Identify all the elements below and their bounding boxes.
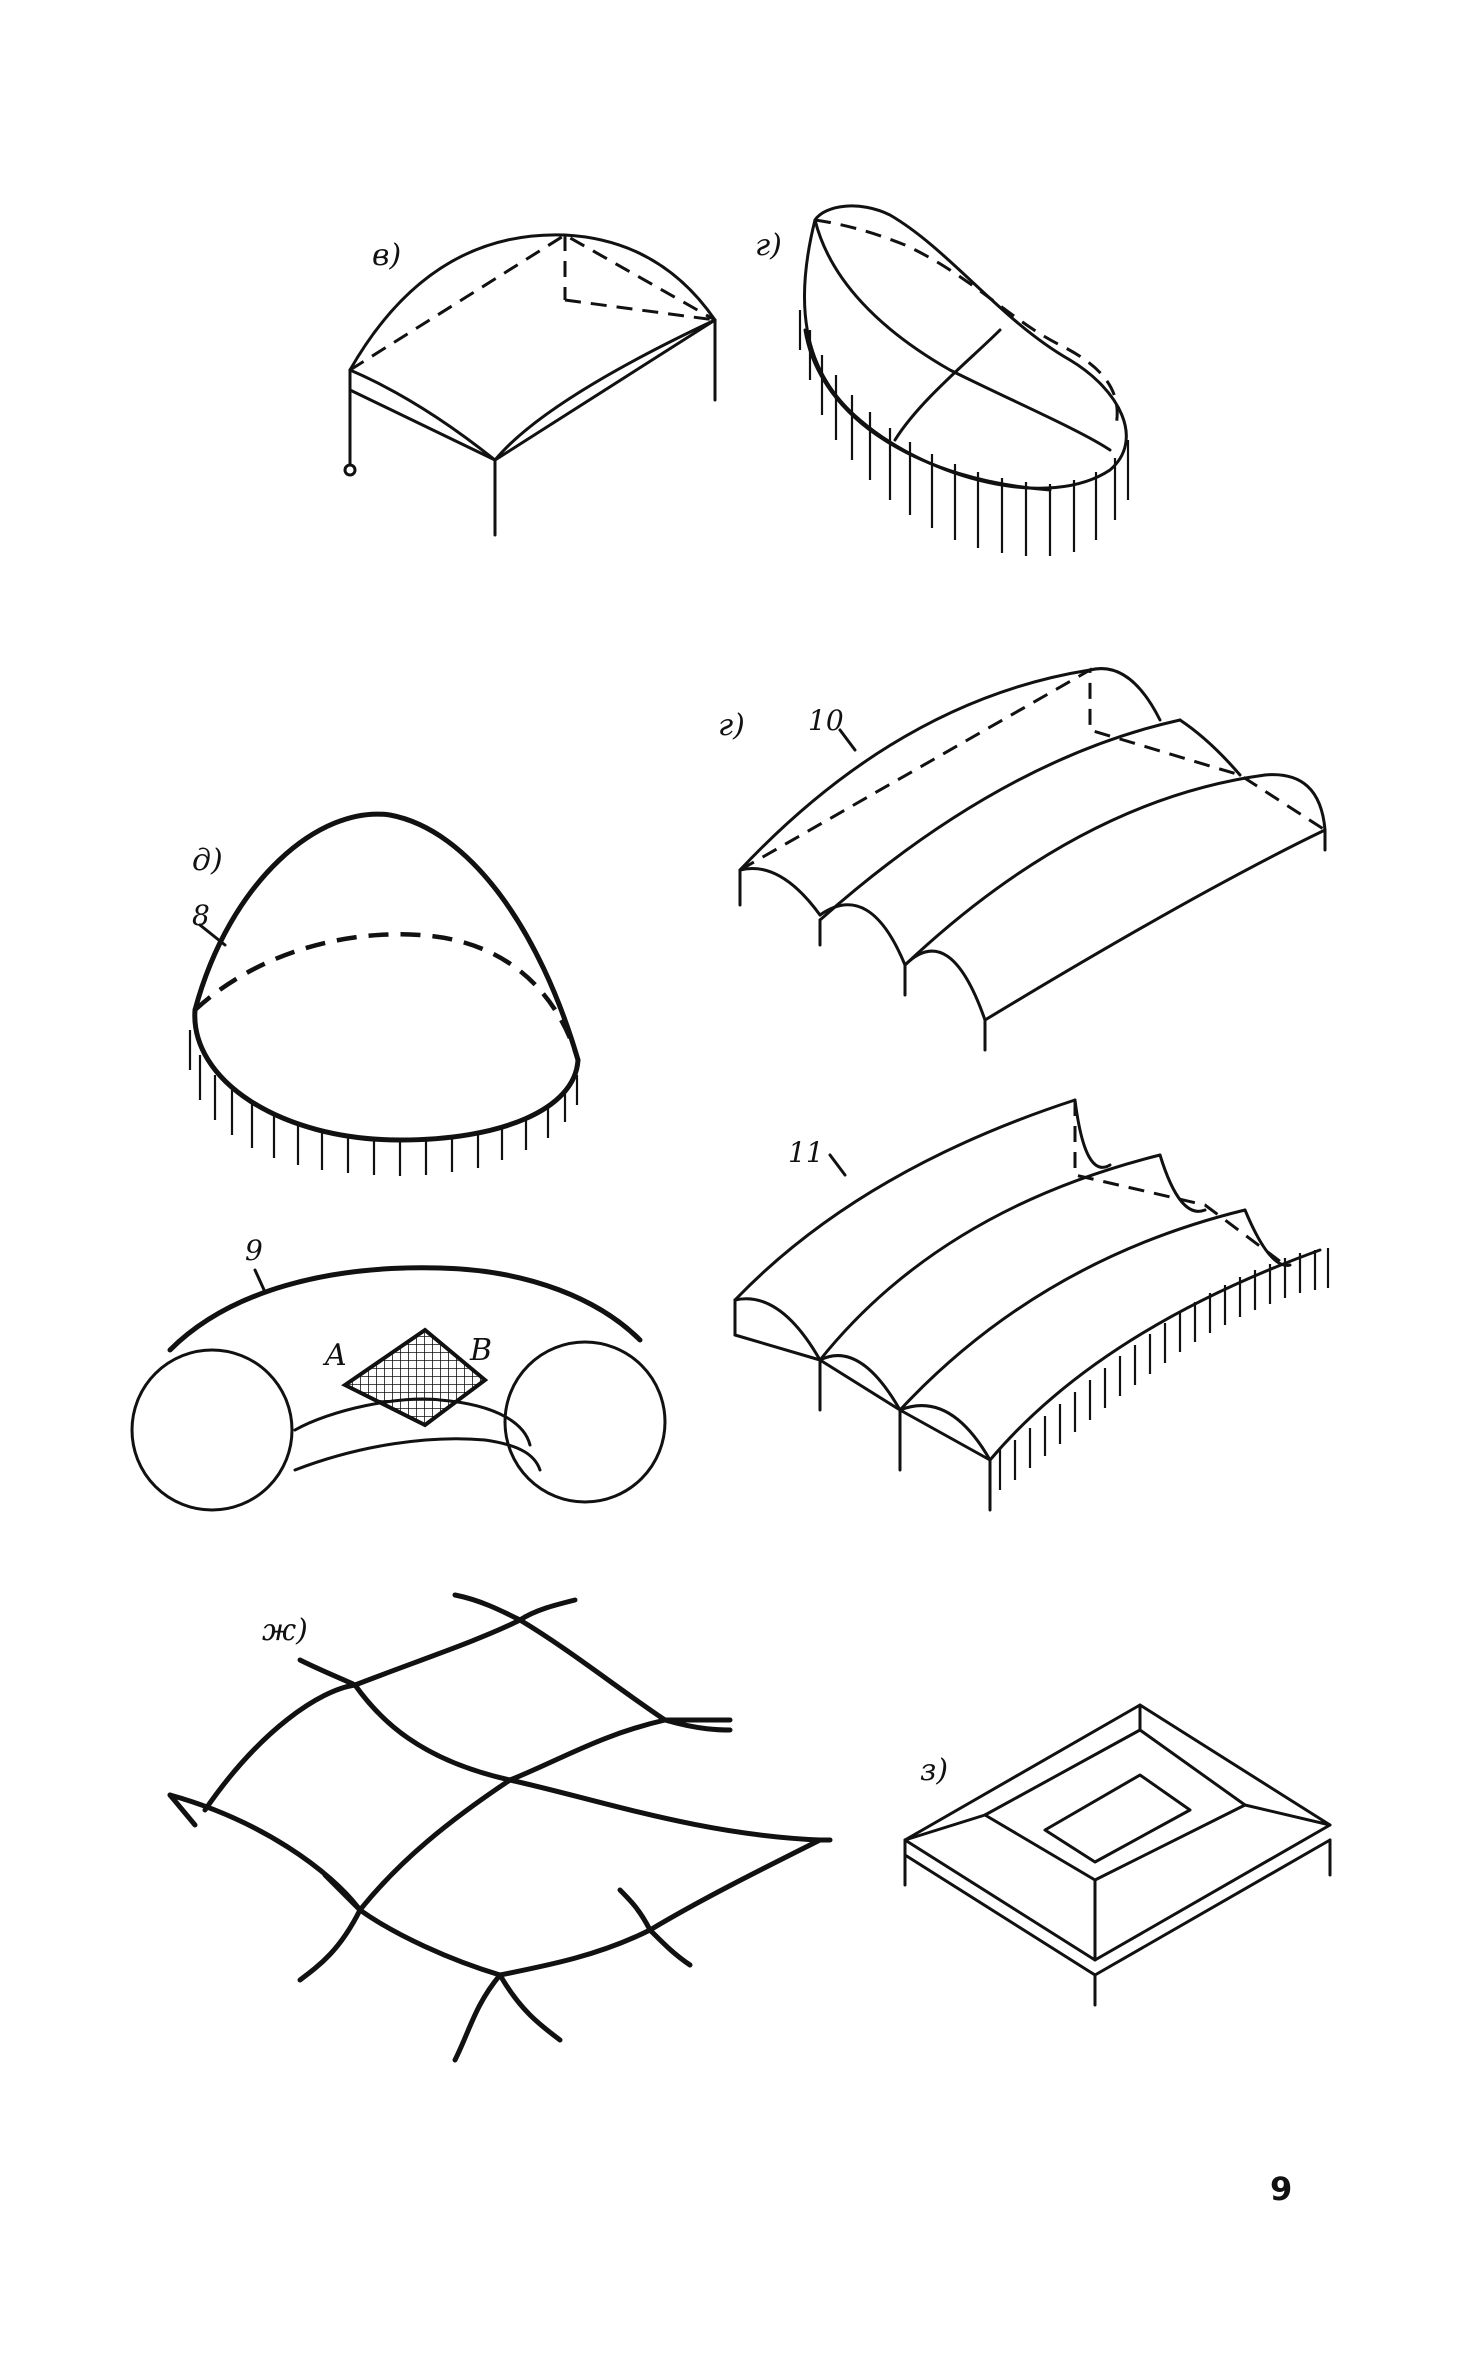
figure-g2-vault-series-10 [738,667,1327,1052]
label-g-middle: г) [718,708,745,743]
label-g-top: г) [755,228,782,263]
point-b-label: B [469,1333,492,1368]
label-zh: ж) [262,1613,308,1648]
point-a-label: A [322,1338,347,1373]
figure-d-dome [188,811,581,1176]
figure-g-kidney-supports [798,310,1130,556]
figure-d-dome-supports [188,1030,579,1176]
figure-g-kidney-shell [798,204,1130,556]
figure-zh-cable-net [167,1592,833,2063]
figure-v-vault [343,233,717,537]
callout-11: 11 [788,1136,824,1169]
page-number: 9 [1270,2170,1292,2208]
label-v: в) [372,238,401,273]
label-z: з) [920,1753,948,1788]
label-d: д) [192,843,223,878]
callout-8: 8 [192,899,210,932]
figure-11-supports [998,1248,1330,1490]
callout-9: 9 [245,1234,263,1267]
figure-9-torus [130,1265,667,1512]
callout-10: 10 [808,704,844,737]
figure-z-hipped-roof [903,1703,1332,2007]
figure-11-vault-series [733,1098,1330,1512]
